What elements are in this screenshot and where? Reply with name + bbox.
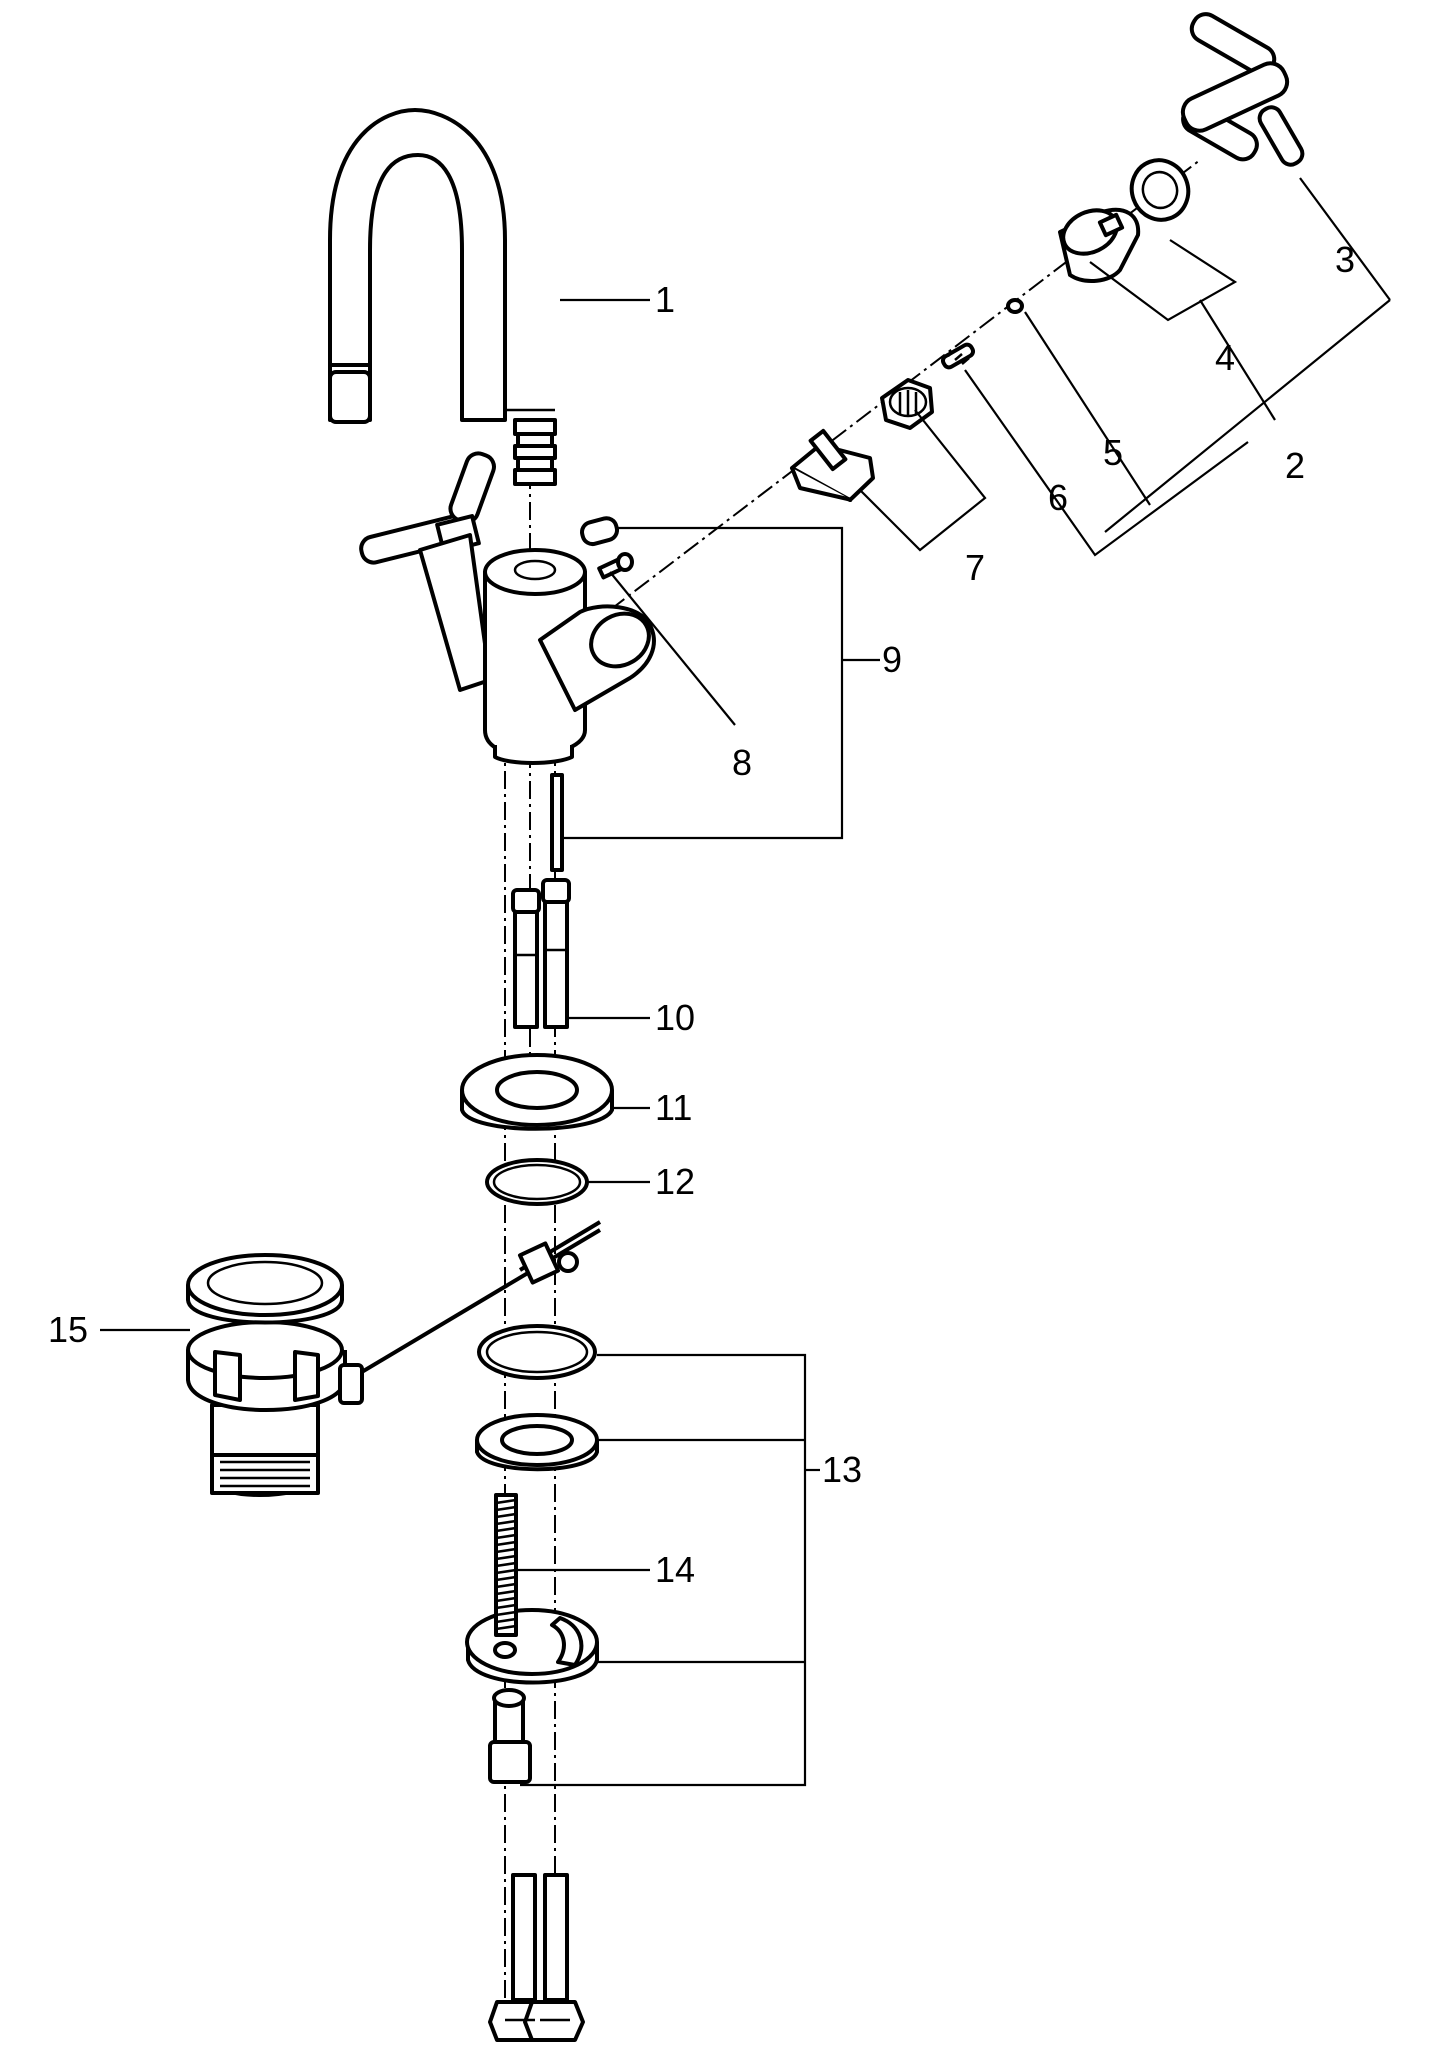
leader-lines: [100, 177, 1391, 1787]
thread-mark: [495, 1526, 517, 1533]
part-15-pop-up-waste: [186, 1220, 602, 1497]
part-9-mixer-body: [359, 451, 656, 872]
part-7-cartridge: [790, 378, 934, 502]
thread-mark: [495, 1547, 517, 1554]
label-part-5: 5: [1103, 432, 1123, 473]
part-6-spring: [940, 342, 976, 370]
part-5-o-ring: [1006, 298, 1024, 314]
part-14-threaded-rod: [494, 1493, 518, 1637]
label-part-7: 7: [965, 547, 985, 588]
part-13-fixing-kit: [465, 1324, 599, 1784]
label-part-11: 11: [655, 1087, 692, 1128]
thread-mark: [495, 1589, 517, 1596]
label-part-12: 12: [655, 1161, 695, 1202]
thread-mark: [495, 1575, 517, 1582]
part-10-hose-ends: [488, 1873, 585, 2042]
label-part-3: 3: [1335, 239, 1355, 280]
thread-mark: [495, 1568, 517, 1575]
part-10-supply-hoses: [511, 878, 571, 1029]
part-8-screw: [597, 552, 634, 580]
label-part-10: 10: [655, 997, 695, 1038]
part-4-cartridge-head: [1058, 207, 1141, 283]
thread-mark: [495, 1519, 517, 1526]
part-1-spout: [328, 108, 557, 486]
thread-mark: [495, 1582, 517, 1589]
thread-mark: [495, 1533, 517, 1540]
label-part-6: 6: [1048, 477, 1068, 518]
label-part-13: 13: [822, 1449, 862, 1490]
thread-mark: [495, 1561, 517, 1568]
thread-mark: [495, 1512, 517, 1519]
thread-mark: [495, 1498, 517, 1505]
label-part-2: 2: [1285, 445, 1305, 486]
label-part-8: 8: [732, 742, 752, 783]
label-part-15: 15: [48, 1309, 88, 1350]
label-part-14: 14: [655, 1549, 695, 1590]
thread-mark: [495, 1554, 517, 1561]
part-labels: 1 2 3 4 5 6 7 8 9 10 11 12 13 14 15: [48, 239, 1355, 1590]
part-3-cross-handle: [1180, 12, 1305, 167]
label-part-4: 4: [1215, 337, 1235, 378]
part-2-cap-ring: [1129, 158, 1191, 222]
thread-mark: [495, 1617, 517, 1624]
thread-mark: [495, 1624, 517, 1631]
label-part-9: 9: [882, 639, 902, 680]
thread-mark: [495, 1596, 517, 1603]
thread-mark: [495, 1603, 517, 1610]
part-11-base-flange: [460, 1053, 614, 1131]
thread-mark: [495, 1610, 517, 1617]
thread-mark: [495, 1540, 517, 1547]
thread-mark: [495, 1505, 517, 1512]
part-12-o-ring: [485, 1158, 589, 1206]
label-part-1: 1: [655, 279, 675, 320]
